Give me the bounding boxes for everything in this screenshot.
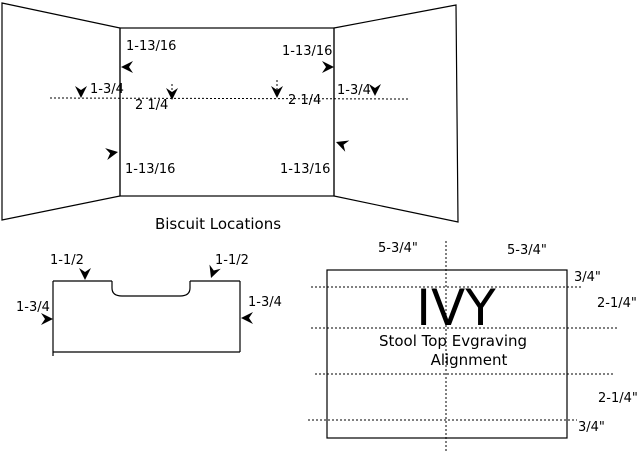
caption-biscuit-locations: Biscuit Locations [155, 215, 281, 233]
side-profile-figure: 1-1/2 1-1/2 1-3/4 1-3/4 [16, 253, 282, 356]
arrow-profile-right [241, 312, 253, 324]
label-profile-top-left: 1-1/2 [50, 253, 84, 268]
biscuit-locations-figure: 1-13/16 1-13/16 1-3/4 1-3/4 2 1/4 2 1/4 … [1, 2, 459, 233]
arrow-outer-left [75, 86, 87, 98]
label-right-0: 3/4" [574, 270, 601, 285]
label-outer-left: 1-3/4 [90, 82, 124, 97]
label-top-right: 1-13/16 [282, 44, 332, 59]
label-top-right-width: 5-3/4" [507, 243, 547, 258]
arrow-top-left [121, 61, 133, 73]
arrow-bottom-left [105, 146, 120, 160]
label-bottom-left: 1-13/16 [125, 162, 175, 177]
engraving-text: IVY [416, 279, 496, 337]
label-outer-right: 1-3/4 [337, 83, 371, 98]
profile-notch [111, 281, 191, 297]
arrow-top-right [322, 61, 334, 73]
label-right-1: 2-1/4" [597, 296, 637, 311]
label-profile-top-right: 1-1/2 [215, 253, 249, 268]
label-right-3: 3/4" [578, 420, 605, 435]
stool-top-rect [326, 269, 568, 439]
label-bottom-right: 1-13/16 [280, 162, 330, 177]
left-wing-panel [1, 2, 121, 221]
label-center-right: 2 1/4 [288, 93, 321, 108]
arrow-center-right [271, 86, 283, 98]
label-profile-right: 1-3/4 [248, 295, 282, 310]
label-right-2: 2-1/4" [598, 391, 638, 406]
label-top-left-width: 5-3/4" [378, 241, 418, 256]
engraving-title-line2: Alignment [431, 351, 508, 369]
label-profile-left: 1-3/4 [16, 300, 50, 315]
engraving-title-line1: Stool Top Evgraving [379, 332, 527, 350]
center-dashed-line [49, 97, 409, 100]
label-center-left: 2 1/4 [135, 98, 168, 113]
arrow-profile-top-left [79, 268, 91, 280]
right-wing-panel [333, 4, 459, 223]
engraving-alignment-figure: 5-3/4" 5-3/4" IVY Stool Top Evgraving Al… [308, 241, 638, 451]
label-top-left: 1-13/16 [126, 39, 176, 54]
arrow-bottom-right [333, 136, 350, 152]
